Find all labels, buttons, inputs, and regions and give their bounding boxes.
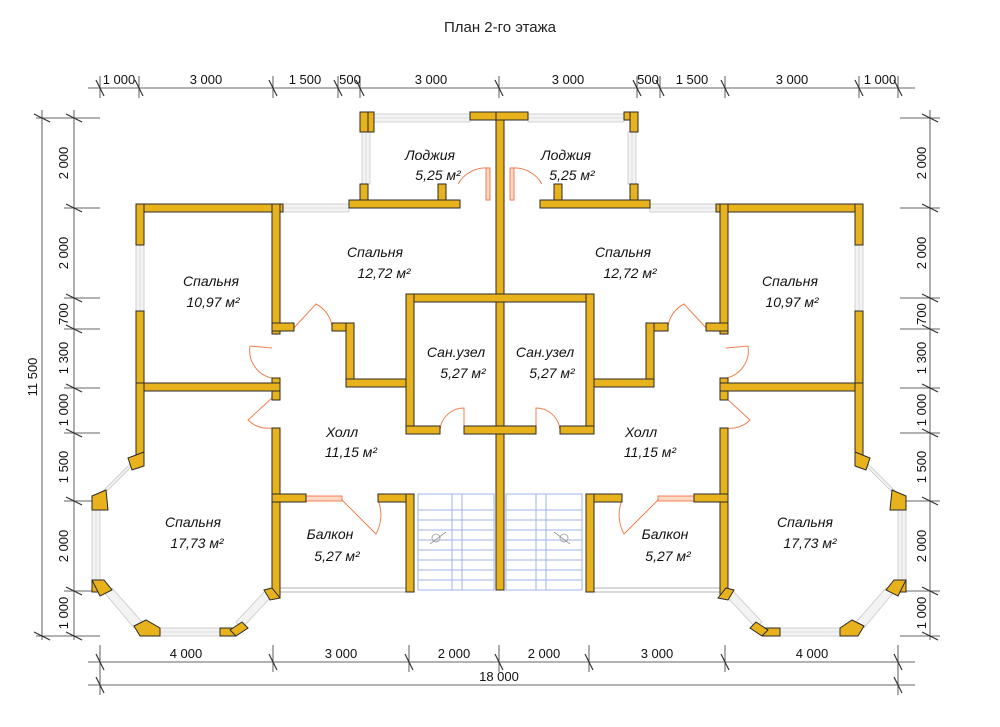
dim-top-3: 1 500 [289, 72, 322, 87]
dim-right-3: 700 [914, 303, 929, 325]
dim-top-5: 3 000 [415, 72, 448, 87]
room-area-bed-big-left: 17,73 м² [170, 535, 225, 551]
dim-right-7: 2 000 [914, 530, 929, 563]
room-area-bed-big-right: 17,73 м² [783, 535, 838, 551]
dim-left-7: 2 000 [56, 530, 71, 563]
dim-left-6: 1 500 [56, 451, 71, 484]
dim-bottom-3: 2 000 [438, 646, 471, 661]
dim-top-10: 1 000 [864, 72, 897, 87]
dim-left-8: 1 000 [56, 597, 71, 630]
room-name-bed-big-left: Спальня [165, 514, 221, 530]
room-area-bath-right: 5,27 м² [529, 365, 576, 381]
room-area-bed-small-right: 10,97 м² [765, 294, 820, 310]
room-name-balcony-left: Балкон [307, 526, 354, 542]
dim-right-4: 1 300 [914, 342, 929, 375]
room-area-balcony-left: 5,27 м² [314, 548, 361, 564]
room-area-balcony-right: 5,27 м² [645, 548, 692, 564]
room-name-bed-center-left: Спальня [347, 244, 403, 260]
dimension-labels-top: 1 000 3 000 1 500 500 3 000 3 000 500 1 … [103, 72, 897, 87]
dim-right-2: 2 000 [914, 237, 929, 270]
dim-left-1: 2 000 [56, 147, 71, 180]
dim-bottom-total: 18 000 [479, 669, 519, 684]
dim-top-7: 500 [637, 72, 659, 87]
staircase [417, 493, 583, 591]
dim-right-8: 1 000 [914, 597, 929, 630]
room-name-bath-right: Сан.узел [516, 344, 574, 360]
room-area-bed-center-right: 12,72 м² [603, 265, 658, 281]
room-area-bath-left: 5,27 м² [440, 365, 487, 381]
dim-top-1: 1 000 [103, 72, 136, 87]
dim-left-4: 1 300 [56, 342, 71, 375]
doors [247, 167, 751, 535]
room-name-hall-right: Холл [624, 424, 657, 440]
dimension-lines [33, 76, 940, 695]
dimension-labels-bottom: 4 000 3 000 2 000 2 000 3 000 4 000 18 0… [170, 646, 829, 684]
windows [91, 113, 907, 637]
dim-top-8: 1 500 [676, 72, 709, 87]
dim-right-6: 1 500 [914, 451, 929, 484]
room-name-hall-left: Холл [325, 424, 358, 440]
plan-title: План 2-го этажа [444, 19, 557, 36]
dim-top-9: 3 000 [776, 72, 809, 87]
room-area-bed-center-left: 12,72 м² [357, 265, 412, 281]
dim-right-5: 1 000 [914, 394, 929, 427]
room-name-bath-left: Сан.узел [427, 344, 485, 360]
room-area-loggia-right: 5,25 м² [549, 167, 596, 183]
dim-left-2: 2 000 [56, 237, 71, 270]
room-area-loggia-left: 5,25 м² [415, 167, 462, 183]
room-area-hall-right: 11,15 м² [624, 444, 677, 460]
dim-bottom-6: 4 000 [796, 646, 829, 661]
walls [91, 111, 907, 637]
room-name-loggia-left: Лоджия [404, 147, 456, 163]
room-name-bed-small-right: Спальня [762, 273, 818, 289]
room-name-bed-big-right: Спальня [777, 514, 833, 530]
room-area-bed-small-left: 10,97 м² [186, 294, 241, 310]
dim-bottom-1: 4 000 [170, 646, 203, 661]
dim-bottom-2: 3 000 [325, 646, 358, 661]
dim-top-4: 500 [339, 72, 361, 87]
room-name-bed-small-left: Спальня [183, 273, 239, 289]
room-labels: Лоджия 5,25 м² Лоджия 5,25 м² Спальня 12… [165, 147, 838, 564]
room-area-hall-left: 11,15 м² [325, 444, 378, 460]
dimension-labels-left: 2 000 2 000 700 1 300 1 000 1 500 2 000 … [25, 147, 71, 630]
dim-left-3: 700 [56, 303, 71, 325]
dim-bottom-5: 3 000 [641, 646, 674, 661]
dim-top-6: 3 000 [552, 72, 585, 87]
dim-left-5: 1 000 [56, 394, 71, 427]
dimension-labels-right: 2 000 2 000 700 1 300 1 000 1 500 2 000 … [914, 147, 929, 630]
dim-top-2: 3 000 [190, 72, 223, 87]
dim-right-1: 2 000 [914, 147, 929, 180]
dim-bottom-4: 2 000 [528, 646, 561, 661]
dim-left-total: 11 500 [25, 358, 40, 397]
room-name-loggia-right: Лоджия [540, 147, 592, 163]
room-name-balcony-right: Балкон [642, 526, 689, 542]
room-name-bed-center-right: Спальня [595, 244, 651, 260]
